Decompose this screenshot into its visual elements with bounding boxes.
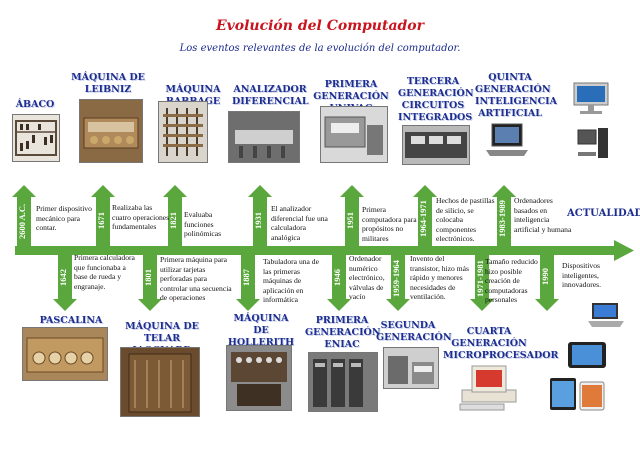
- year-tercera: 1964-1971: [418, 200, 428, 238]
- desc-leibniz: Realizaba las cuatro operaciones fundame…: [112, 203, 170, 232]
- desktop-pc-image: [570, 81, 614, 117]
- page-subtitle: Los eventos relevantes de la evolución d…: [179, 43, 461, 54]
- eniac-icon: [309, 353, 377, 411]
- heading-tercera: TERCERA GENERACIÓN CIRCUITOS INTEGRADOS: [398, 76, 474, 123]
- heading-hollerith: MÁQUINA DE HOLLERITH: [227, 313, 295, 348]
- heading-pascalina: PASCALINA: [39, 315, 103, 326]
- up-arrow-quinta: [492, 185, 516, 246]
- year-segunda: 1959-1964: [391, 260, 401, 298]
- analizador-icon: [229, 112, 299, 162]
- quinta-image: [484, 120, 530, 160]
- up-arrows: [12, 185, 516, 246]
- up-arrow-analizador: [248, 185, 272, 246]
- down-arrow-pascalina: [53, 255, 77, 311]
- timeline-shaft: [15, 246, 623, 255]
- transistor-computer-icon: [388, 356, 434, 384]
- desc-tercera: Hechos de pastillas de silicio, se coloc…: [436, 196, 495, 244]
- leibniz-machine-icon: [83, 117, 139, 149]
- up-arrow-tercera: [413, 185, 437, 246]
- desc-eniac: Ordenador numérico electrónico, válvulas…: [349, 254, 385, 302]
- analizador-image: [228, 111, 300, 163]
- babbage-image: [158, 101, 208, 163]
- desc-quinta: Ordenadores basados en inteligencia arti…: [514, 196, 572, 234]
- leibniz-image: [79, 99, 143, 163]
- segunda-image: [383, 347, 439, 389]
- up-arrow-leibniz: [91, 185, 115, 246]
- up-arrow-univac: [340, 185, 364, 246]
- hollerith-icon: [231, 352, 287, 406]
- laptop-modern-image: [586, 301, 626, 329]
- desc-segunda: Invento del transistor, hizo más rápido …: [410, 254, 469, 302]
- down-arrow-segunda: [386, 255, 410, 311]
- telar-icon: [128, 353, 192, 413]
- heading-cuarta: CUARTA GENERACIÓN MICROPROCESADOR: [443, 326, 559, 361]
- eniac-image: [308, 352, 378, 412]
- desc-univac: Primera computadora para propósitos no m…: [362, 205, 417, 243]
- heading-eniac: PRIMERA GENERACIÓN ENIAC: [305, 315, 381, 350]
- univac-image: [320, 106, 388, 163]
- down-arrow-cuarta: [470, 255, 494, 311]
- hollerith-image: [226, 345, 292, 411]
- univac-icon: [324, 116, 383, 155]
- devices-image: [546, 376, 610, 412]
- actualidad-label: ACTUALIDAD: [567, 208, 640, 219]
- cuarta-image: [458, 364, 520, 412]
- down-arrow-1990: [535, 255, 559, 311]
- desc-babbage: Evaluaba funciones polinómicas: [184, 210, 222, 239]
- heading-analizador: ANALIZADOR DIFERENCIAL: [232, 84, 309, 107]
- down-arrows: [53, 255, 559, 311]
- year-eniac: 1946: [332, 269, 342, 287]
- telar-image: [120, 347, 200, 417]
- desc-hollerith: Tabuladora una de las primeras máquinas …: [263, 257, 319, 305]
- desc-analizador: El analizador diferencial fue una calcul…: [271, 204, 328, 242]
- ipad-devices-icon: [550, 378, 605, 411]
- modern-laptop-icon: [588, 303, 624, 327]
- year-hollerith: 1887: [241, 269, 251, 287]
- up-arrow-abaco: [12, 185, 36, 246]
- up-arrow-babbage: [163, 185, 187, 246]
- page-title: Evolución del Computador: [215, 18, 425, 34]
- timeline-arrowhead: [614, 240, 634, 261]
- abaco-image: [12, 114, 60, 162]
- pascalina-image: [22, 327, 108, 381]
- year-babbage: 1821: [168, 212, 178, 230]
- personal-computer-icon: [459, 365, 517, 411]
- down-arrow-telar: [138, 255, 162, 311]
- down-arrow-eniac: [327, 255, 351, 311]
- year-quinta: 1983-1989: [497, 200, 507, 238]
- heading-quinta: QUINTA GENERACIÓN INTELIGENCIA ARTIFICIA…: [475, 72, 557, 119]
- tablet-image: [566, 340, 608, 370]
- heading-segunda: SEGUNDA GENERACIÓN: [376, 320, 452, 343]
- pascalina-icon: [26, 337, 104, 373]
- heading-abaco: ÁBACO: [15, 99, 55, 110]
- year-univac: 1951: [345, 212, 355, 230]
- year-1990: 1990: [540, 268, 550, 286]
- tercera-image: [402, 125, 470, 165]
- year-leibniz: 1671: [96, 212, 106, 230]
- circuitos-icon: [405, 132, 467, 158]
- year-telar: 1801: [143, 269, 153, 287]
- tower-pc-image: [576, 126, 610, 162]
- desc-1990: Dispositivos inteligentes, innovadores.: [562, 261, 602, 290]
- monitor-icon: [573, 82, 609, 114]
- desc-pascalina: Primera calculadora que funcionaba a bas…: [74, 253, 135, 291]
- year-pascalina: 1642: [58, 269, 68, 287]
- babbage-engine-icon: [163, 108, 203, 156]
- desc-telar: Primera máquina para utilizar tarjetas p…: [160, 255, 232, 303]
- tablet-icon: [568, 342, 606, 368]
- year-abaco: 2600 A.C.: [17, 203, 27, 239]
- desc-cuarta: Tamaño reducido hizo posible creación de…: [485, 257, 538, 305]
- laptop-icon: [486, 123, 528, 156]
- desc-abaco: Primer dispositivo mecánico para contar.: [36, 204, 92, 233]
- tower-icon: [577, 128, 608, 158]
- abaco-icon: [15, 120, 57, 156]
- heading-leibniz: MÁQUINA DE LEIBNIZ: [71, 72, 145, 95]
- down-arrow-hollerith: [236, 255, 260, 311]
- year-analizador: 1931: [253, 212, 263, 230]
